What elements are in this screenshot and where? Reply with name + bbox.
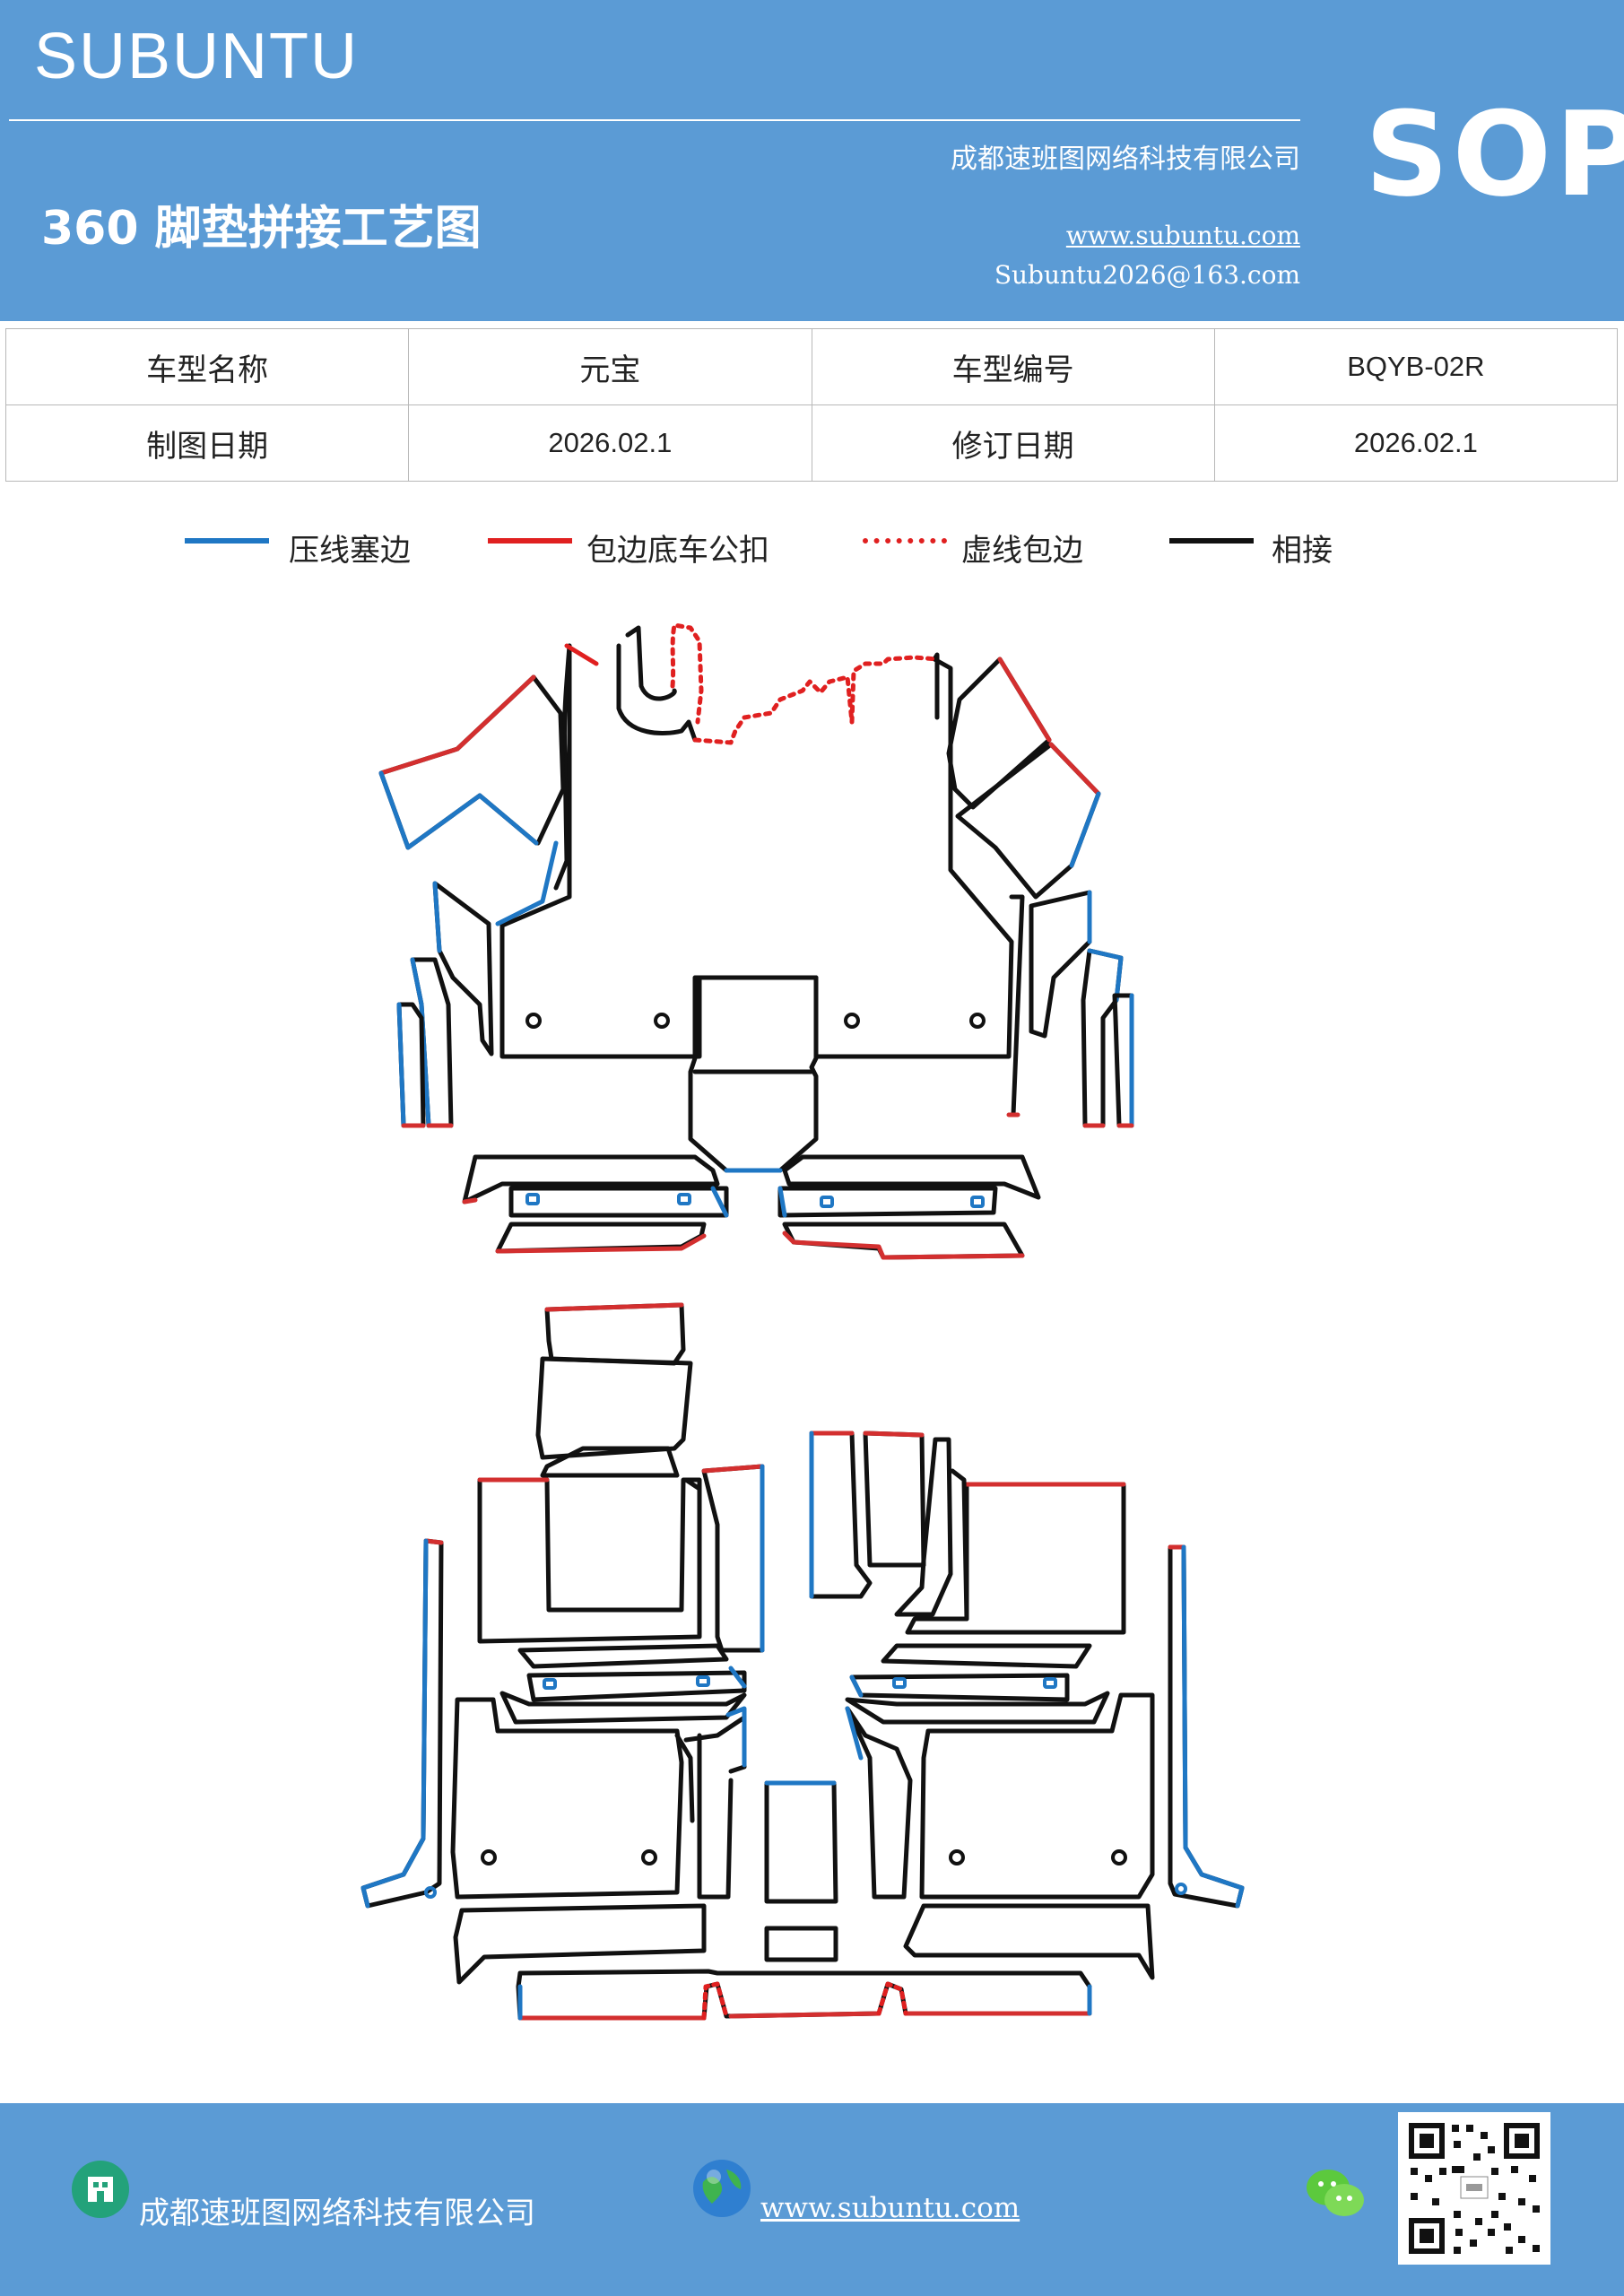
table-cell: 2026.02.1	[1213, 404, 1619, 482]
table-cell: 制图日期	[4, 404, 410, 482]
header-website-link[interactable]: www.subuntu.com	[1065, 221, 1300, 250]
legend-label: 压线塞边	[289, 533, 411, 569]
building-icon	[72, 2161, 129, 2218]
qr-code	[1398, 2112, 1550, 2265]
legend-label: 包边底车公扣	[586, 533, 769, 569]
footer-company-name: 成都速班图网络科技有限公司	[139, 2196, 535, 2231]
sop-badge: SOP	[1365, 86, 1624, 222]
brand-logo-text: SUBUNTU	[34, 21, 360, 92]
legend-swatch-red	[488, 538, 572, 544]
legend-swatch-blue	[185, 538, 269, 544]
header-company-name: 成都速班图网络科技有限公司	[951, 144, 1300, 175]
table-row: 制图日期 2026.02.1 修订日期 2026.02.1	[4, 404, 1619, 482]
table-cell: 修订日期	[811, 404, 1215, 482]
floor-mat-pattern-diagram	[360, 622, 1245, 2021]
vehicle-info-table: 车型名称 元宝 车型编号 BQYB-02R 制图日期 2026.02.1 修订日…	[4, 328, 1619, 482]
table-cell: 元宝	[408, 328, 812, 405]
footer-banner: 成都速班图网络科技有限公司 www.subuntu.com	[0, 2103, 1624, 2296]
wechat-icon	[1307, 2170, 1364, 2216]
table-cell: BQYB-02R	[1213, 328, 1619, 405]
legend-label: 虚线包边	[961, 533, 1083, 569]
header-email: Subuntu2026@163.com	[994, 260, 1300, 290]
table-cell: 2026.02.1	[408, 404, 812, 482]
table-row: 车型名称 元宝 车型编号 BQYB-02R	[4, 328, 1619, 405]
header-banner: SUBUNTU 成都速班图网络科技有限公司 360 脚垫拼接工艺图 www.su…	[0, 0, 1624, 321]
legend-swatch-black	[1169, 538, 1254, 544]
legend-swatch-red-dotted	[863, 538, 947, 544]
globe-icon	[693, 2160, 751, 2217]
footer-website-link[interactable]: www.subuntu.com	[760, 2192, 1020, 2224]
table-cell: 车型编号	[811, 328, 1215, 405]
document-title: 360 脚垫拼接工艺图	[41, 202, 482, 256]
table-cell: 车型名称	[4, 328, 410, 405]
header-divider	[9, 119, 1300, 121]
legend-label: 相接	[1272, 533, 1333, 569]
